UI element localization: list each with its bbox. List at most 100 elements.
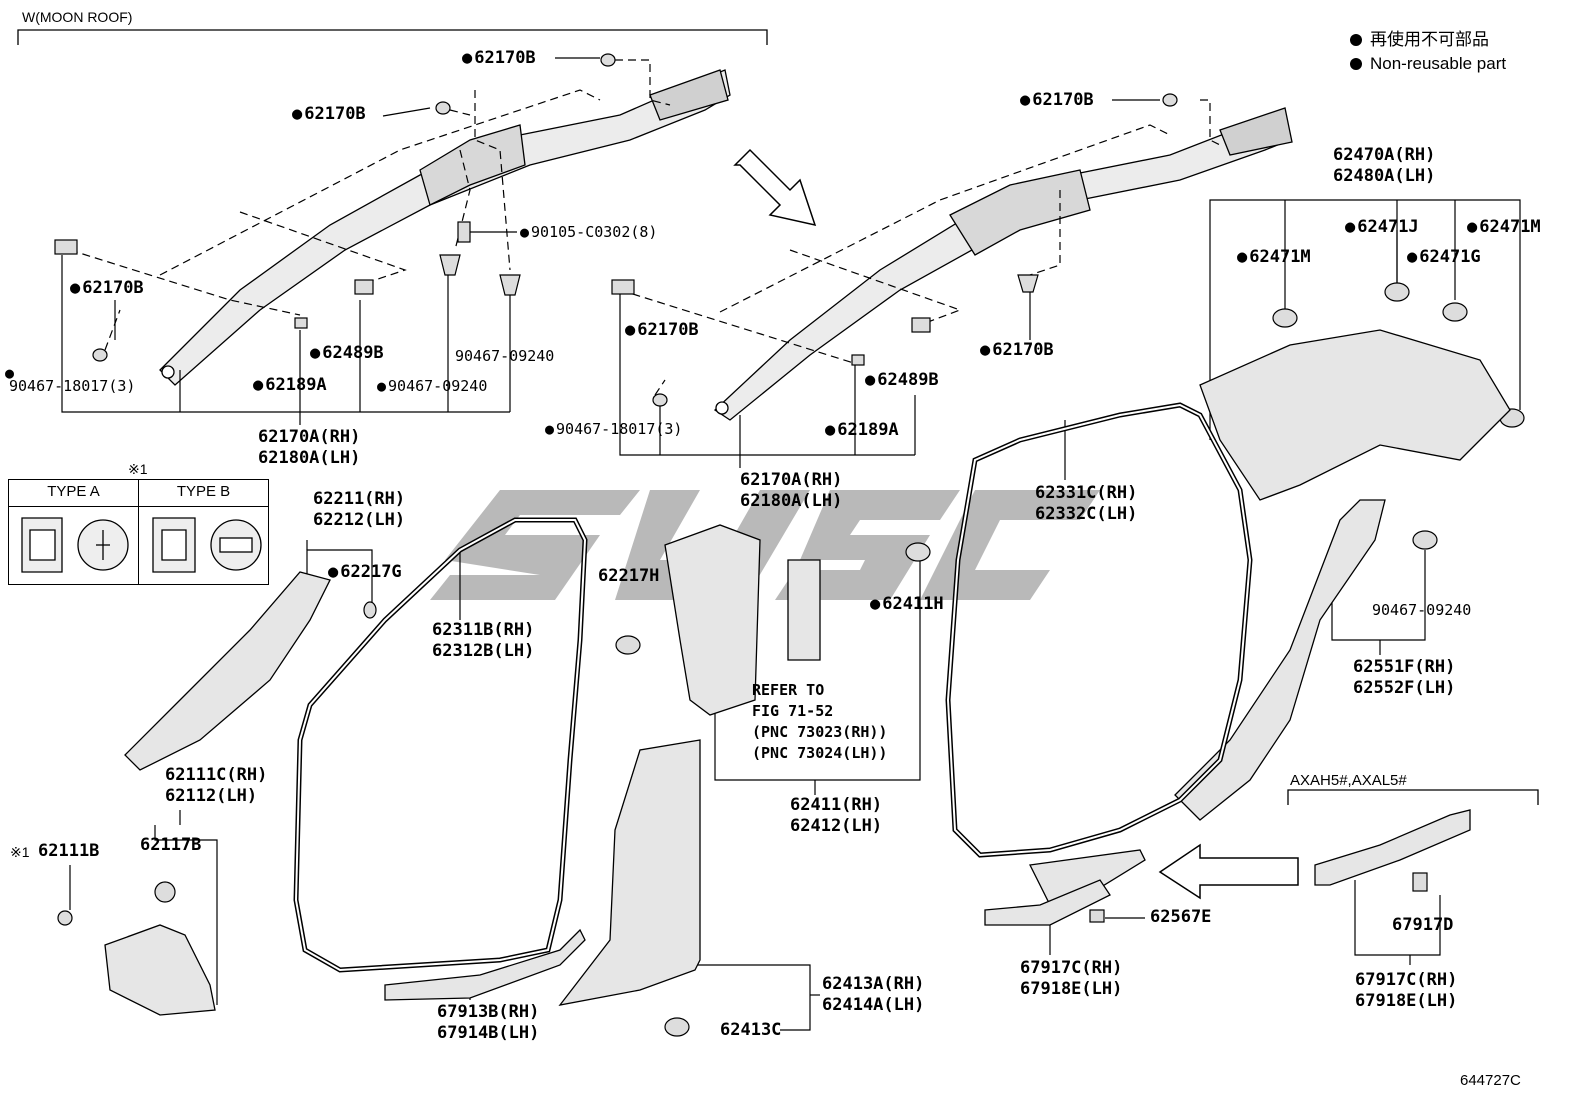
part-67918e-lh-1: 67918E(LH)	[1020, 979, 1123, 999]
direction-arrow-1	[733, 148, 817, 227]
part-62211-group: 62211(RH)62212(LH)	[313, 489, 405, 531]
part-62217h: 62217H	[598, 566, 660, 586]
curtain-airbag-moonroof	[159, 69, 731, 386]
part-62112-lh: 62112(LH)	[165, 786, 258, 806]
part-62111c-group: 62111C(RH)62112(LH)	[165, 765, 267, 807]
part-62489b-1: 62489B	[310, 343, 383, 364]
note-mark-type: ※1	[128, 461, 148, 477]
part-62117b: 62117B	[140, 835, 202, 855]
part-62170b-6: 62170B	[980, 340, 1053, 361]
part-62111b: 62111B	[38, 841, 100, 861]
part-62331c-group: 62331C(RH)62332C(LH)	[1035, 483, 1137, 525]
part-67918e-lh-2: 67918E(LH)	[1355, 991, 1458, 1011]
fasteners	[54, 53, 1525, 1037]
direction-arrow-2	[1158, 843, 1299, 900]
rear-door-weatherstrip-inner	[946, 403, 1252, 857]
part-62170a-rh-2: 62170A(RH)	[740, 470, 843, 490]
part-62217g: 62217G	[328, 562, 401, 583]
part-62413a-rh: 62413A(RH)	[822, 974, 925, 994]
moon-roof-bracket	[17, 29, 768, 45]
type-a-clip-icons	[21, 517, 129, 573]
part-62552f-lh: 62552F(LH)	[1353, 678, 1456, 698]
leaders-solid	[61, 57, 1521, 1031]
part-62180a-lh-1: 62180A(LH)	[258, 448, 361, 468]
part-67914b-lh: 67914B(LH)	[437, 1023, 540, 1043]
part-62170b-1: 62170B	[462, 48, 535, 69]
refer-line-2: FIG 71-52	[752, 702, 834, 720]
part-90467-18017-2: 90467-18017(3)	[545, 419, 682, 440]
part-67913b-rh: 67913B(RH)	[437, 1002, 540, 1022]
curtain-airbag-standard	[713, 107, 1293, 421]
part-62189a-1: 62189A	[253, 375, 326, 396]
clip-type-table: TYPE A TYPE B	[8, 479, 269, 585]
part-62180a-lh-2: 62180A(LH)	[740, 491, 843, 511]
part-62312b-lh: 62312B(LH)	[432, 641, 535, 661]
part-90467-09240-3: 90467-09240	[1372, 601, 1472, 619]
part-62551f-rh: 62551F(RH)	[1353, 657, 1456, 677]
part-67913b-group: 67913B(RH)67914B(LH)	[437, 1002, 539, 1044]
refer-line-4: (PNC 73024(LH))	[752, 744, 888, 762]
trim-parts	[104, 329, 1511, 1016]
part-62170a-rh-1: 62170A(RH)	[258, 427, 361, 447]
part-62411-group: 62411(RH)62412(LH)	[790, 795, 882, 837]
refer-line-1: REFER TO	[752, 681, 825, 699]
watermark-logo	[430, 490, 1100, 600]
leaders-right	[619, 99, 1221, 396]
part-62411-rh: 62411(RH)	[790, 795, 883, 815]
part-62170b-3: 62170B	[70, 278, 143, 299]
part-67917c-group-2: 67917C(RH)67918E(LH)	[1355, 970, 1457, 1012]
part-62331c-rh: 62331C(RH)	[1035, 483, 1138, 503]
moon-roof-label: W(MOON ROOF)	[22, 9, 133, 25]
part-62170b-5: 62170B	[625, 320, 698, 341]
type-b-label: TYPE B	[176, 483, 231, 500]
part-62471g: 62471G	[1407, 247, 1480, 268]
part-90467-09240-2: 90467-09240	[377, 376, 487, 397]
part-62551f-group: 62551F(RH)62552F(LH)	[1353, 657, 1455, 699]
part-62412-lh: 62412(LH)	[790, 816, 883, 836]
part-62170b-4: 62170B	[1020, 90, 1093, 111]
part-62170a-group-2: 62170A(RH)62180A(LH)	[740, 470, 842, 512]
part-62480a-lh: 62480A(LH)	[1333, 166, 1436, 186]
figure-id: 644727C	[1460, 1072, 1521, 1089]
part-67917c-rh-1: 67917C(RH)	[1020, 958, 1123, 978]
leaders-left	[69, 59, 671, 351]
part-62111c-rh: 62111C(RH)	[165, 765, 268, 785]
part-90105: 90105-C0302(8)	[520, 222, 657, 243]
part-62470a-group: 62470A(RH)62480A(LH)	[1333, 145, 1435, 187]
type-b-clip-icons	[152, 517, 262, 573]
axah-bracket	[1287, 789, 1539, 805]
legend-dot-1	[1350, 34, 1362, 46]
part-62211-rh: 62211(RH)	[313, 489, 406, 509]
part-90467-18017-1: 90467-18017(3)	[9, 377, 136, 395]
part-62189a-2: 62189A	[825, 420, 898, 441]
part-67917c-group-1: 67917C(RH)67918E(LH)	[1020, 958, 1122, 1000]
part-62332c-lh: 62332C(LH)	[1035, 504, 1138, 524]
part-62489b-2: 62489B	[865, 370, 938, 391]
note-mark-62111b: ※1	[10, 844, 30, 860]
legend-dot-2	[1350, 58, 1362, 70]
part-62567e: 62567E	[1150, 907, 1212, 927]
part-62471m-1: 62471M	[1467, 217, 1540, 238]
legend-jp: 再使用不可部品	[1370, 30, 1489, 49]
part-62311b-group: 62311B(RH)62312B(LH)	[432, 620, 534, 662]
part-62413c: 62413C	[720, 1020, 782, 1040]
part-67917d: 67917D	[1392, 915, 1454, 935]
part-67917c-rh-2: 67917C(RH)	[1355, 970, 1458, 990]
part-62311b-rh: 62311B(RH)	[432, 620, 535, 640]
part-62413a-group: 62413A(RH)62414A(LH)	[822, 974, 924, 1016]
part-62414a-lh: 62414A(LH)	[822, 995, 925, 1015]
part-62212-lh: 62212(LH)	[313, 510, 406, 530]
refer-note: REFER TO FIG 71-52 (PNC 73023(RH)) (PNC …	[752, 680, 887, 764]
legend-en: Non-reusable part	[1370, 54, 1507, 73]
part-62471j: 62471J	[1345, 217, 1418, 238]
refer-line-3: (PNC 73023(RH))	[752, 723, 888, 741]
part-62471m-2: 62471M	[1237, 247, 1310, 268]
axah-label: AXAH5#,AXAL5#	[1290, 772, 1407, 789]
type-a-label: TYPE A	[47, 483, 100, 500]
front-door-weatherstrip-inner	[294, 519, 587, 972]
part-62411h: 62411H	[870, 594, 943, 615]
part-62170b-2: 62170B	[292, 104, 365, 125]
part-62470a-rh: 62470A(RH)	[1333, 145, 1436, 165]
part-62170a-group-1: 62170A(RH)62180A(LH)	[258, 427, 360, 469]
